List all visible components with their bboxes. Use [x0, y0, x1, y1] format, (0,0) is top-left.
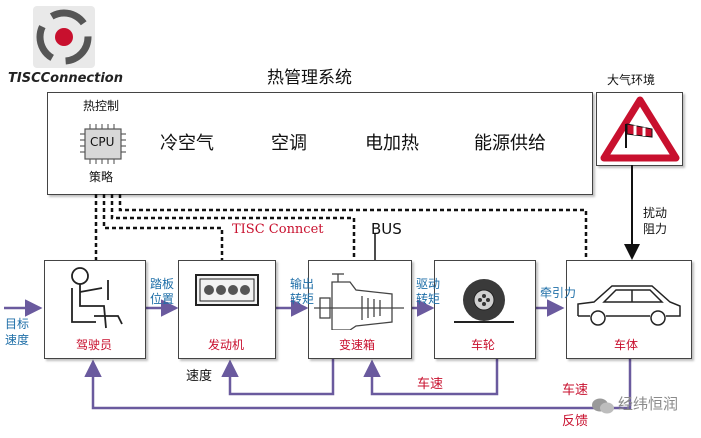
traction-label: 牵引力: [540, 286, 577, 300]
drive-torque-label-1: 驱动: [416, 277, 441, 291]
logo-mark-icon: [36, 9, 92, 65]
control-label-top: 热控制: [83, 99, 120, 113]
tisc-connect-label: TISC Conncet: [232, 222, 324, 237]
windsock-warning-icon: [600, 96, 680, 162]
target-speed-label-2: 速度: [5, 333, 30, 347]
target-speed-label-1: 目标: [5, 317, 30, 331]
transmission-box: [308, 260, 412, 359]
wheel-speed-label: 车速: [417, 377, 444, 392]
driver-label: 驾驶员: [76, 338, 113, 352]
bus-label: BUS: [371, 220, 402, 238]
speed-feedback-label-2: 反馈: [562, 414, 589, 429]
item-air-conditioning: 空调: [271, 133, 307, 154]
item-cold-air: 冷空气: [160, 133, 214, 154]
vehicle-body-label: 车体: [614, 338, 639, 352]
transmission-label: 变速箱: [339, 338, 376, 352]
watermark-text: 经纬恒润: [618, 395, 679, 413]
atmosphere-title: 大气环境: [607, 73, 656, 87]
wheel-icon: [452, 274, 516, 328]
car-icon: [572, 278, 684, 330]
pedal-position-label-1: 踏板: [150, 277, 175, 291]
driver-icon: [60, 266, 130, 334]
vehicle-body-box: [566, 260, 692, 359]
item-electric-heating: 电加热: [365, 133, 419, 154]
engine-icon: [194, 271, 260, 309]
tisc-logo: [33, 6, 95, 68]
drive-torque-label-2: 转矩: [416, 292, 441, 306]
watermark-icon: [591, 397, 615, 415]
driver-box: [44, 260, 146, 359]
atmosphere-effect-2: 阻力: [643, 222, 668, 236]
thermal-system-title: 热管理系统: [267, 68, 352, 88]
pedal-position-label-2: 位置: [150, 292, 175, 306]
control-label-bottom: 策略: [89, 170, 114, 184]
gearbox-icon: [310, 268, 408, 331]
speed-feedback-label-1: 车速: [562, 383, 589, 398]
logo-caption: TISCConnection: [8, 71, 123, 86]
thermal-management-box: [47, 92, 593, 195]
speed-label: 速度: [186, 369, 213, 384]
item-energy-supply: 能源供给: [474, 133, 546, 154]
cpu-label: CPU: [90, 135, 115, 149]
output-torque-label-1: 输出: [290, 277, 315, 291]
wheel-label: 车轮: [471, 338, 496, 352]
atmosphere-effect-1: 扰动: [643, 206, 668, 220]
cpu-chip-icon: CPU: [80, 124, 126, 164]
output-torque-label-2: 转矩: [290, 292, 315, 306]
engine-label: 发动机: [208, 338, 245, 352]
